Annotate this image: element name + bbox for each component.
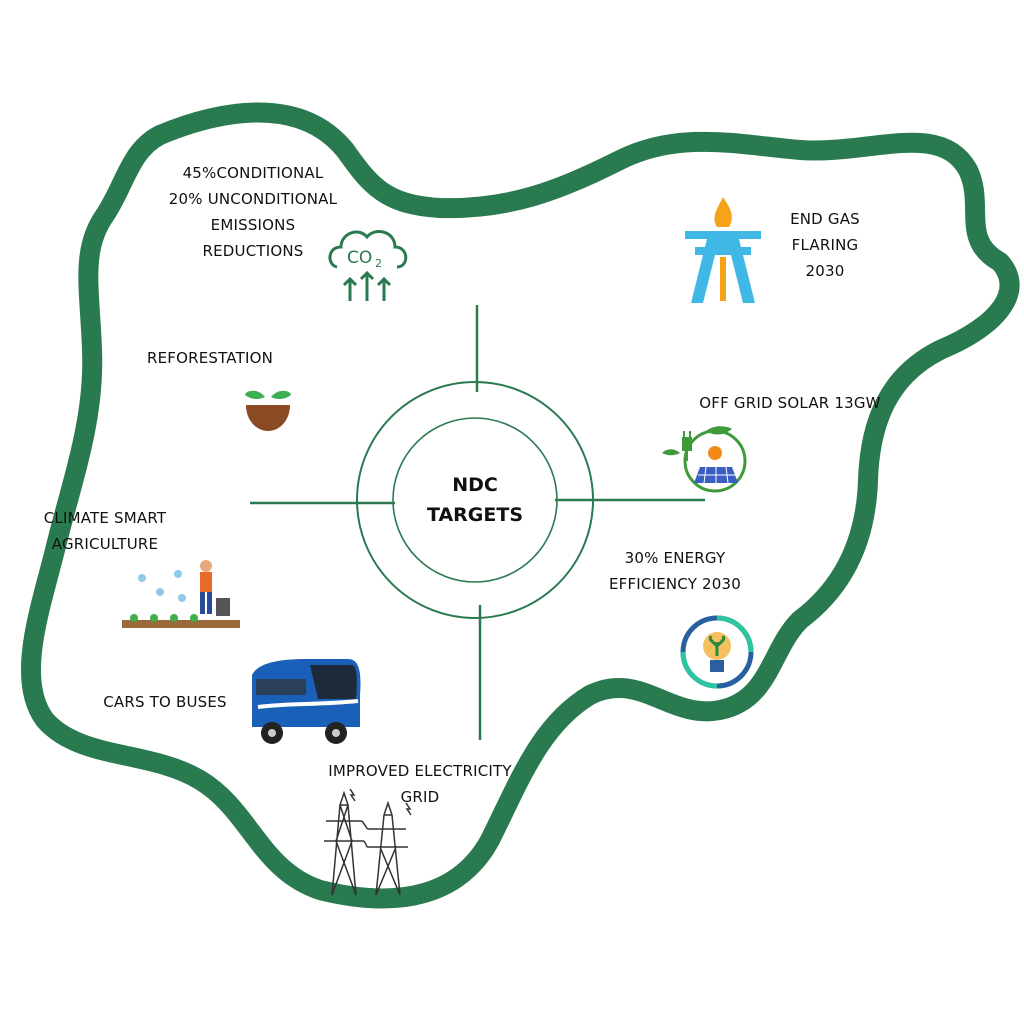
label-line: REDUCTIONS xyxy=(202,242,304,260)
title-line: TARGETS xyxy=(426,504,524,526)
seedling-icon xyxy=(245,390,291,431)
co2-cloud-icon: CO 2 xyxy=(328,230,408,301)
power-pylon-icon xyxy=(324,788,412,896)
label-electricity-grid: IMPROVED ELECTRICITY GRID xyxy=(315,758,525,810)
label-solar: OFF GRID SOLAR 13GW xyxy=(675,390,905,416)
label-line: 30% ENERGY xyxy=(624,549,726,567)
label-line: 45%CONDITIONAL xyxy=(182,164,324,182)
label-energy-efficiency: 30% ENERGY EFFICIENCY 2030 xyxy=(590,545,760,597)
label-buses: CARS TO BUSES xyxy=(90,689,240,715)
label-line: 2030 xyxy=(805,262,845,280)
bus-icon xyxy=(252,659,361,744)
gas-flare-tower-icon xyxy=(685,197,761,303)
label-line: REFORESTATION xyxy=(146,349,274,367)
label-line: FLARING xyxy=(791,236,859,254)
svg-text:2: 2 xyxy=(375,257,382,270)
label-agriculture: CLIMATE SMART AGRICULTURE xyxy=(30,505,180,557)
label-line: AGRICULTURE xyxy=(51,535,159,553)
label-line: CARS TO BUSES xyxy=(103,693,227,711)
label-line: OFF GRID SOLAR 13GW xyxy=(699,394,881,412)
farmer-icon xyxy=(122,560,240,628)
label-line: END GAS xyxy=(790,210,860,228)
label-line: CLIMATE SMART xyxy=(43,509,167,527)
title-line: NDC xyxy=(452,474,498,496)
label-line: EMISSIONS xyxy=(210,216,296,234)
label-line: GRID xyxy=(400,788,440,806)
solar-plug-icon xyxy=(662,426,747,493)
label-reforestation: REFORESTATION xyxy=(130,345,290,371)
center-title: NDC TARGETS xyxy=(405,470,545,530)
svg-text:CO: CO xyxy=(347,248,372,268)
label-emissions: 45%CONDITIONAL 20% UNCONDITIONAL EMISSIO… xyxy=(148,160,358,264)
lightbulb-cycle-icon xyxy=(680,615,754,689)
map-outline xyxy=(20,102,1020,909)
label-line: 20% UNCONDITIONAL xyxy=(168,190,338,208)
label-line: IMPROVED ELECTRICITY xyxy=(328,762,512,780)
label-line: EFFICIENCY 2030 xyxy=(608,575,742,593)
label-gas-flaring: END GAS FLARING 2030 xyxy=(770,206,880,284)
